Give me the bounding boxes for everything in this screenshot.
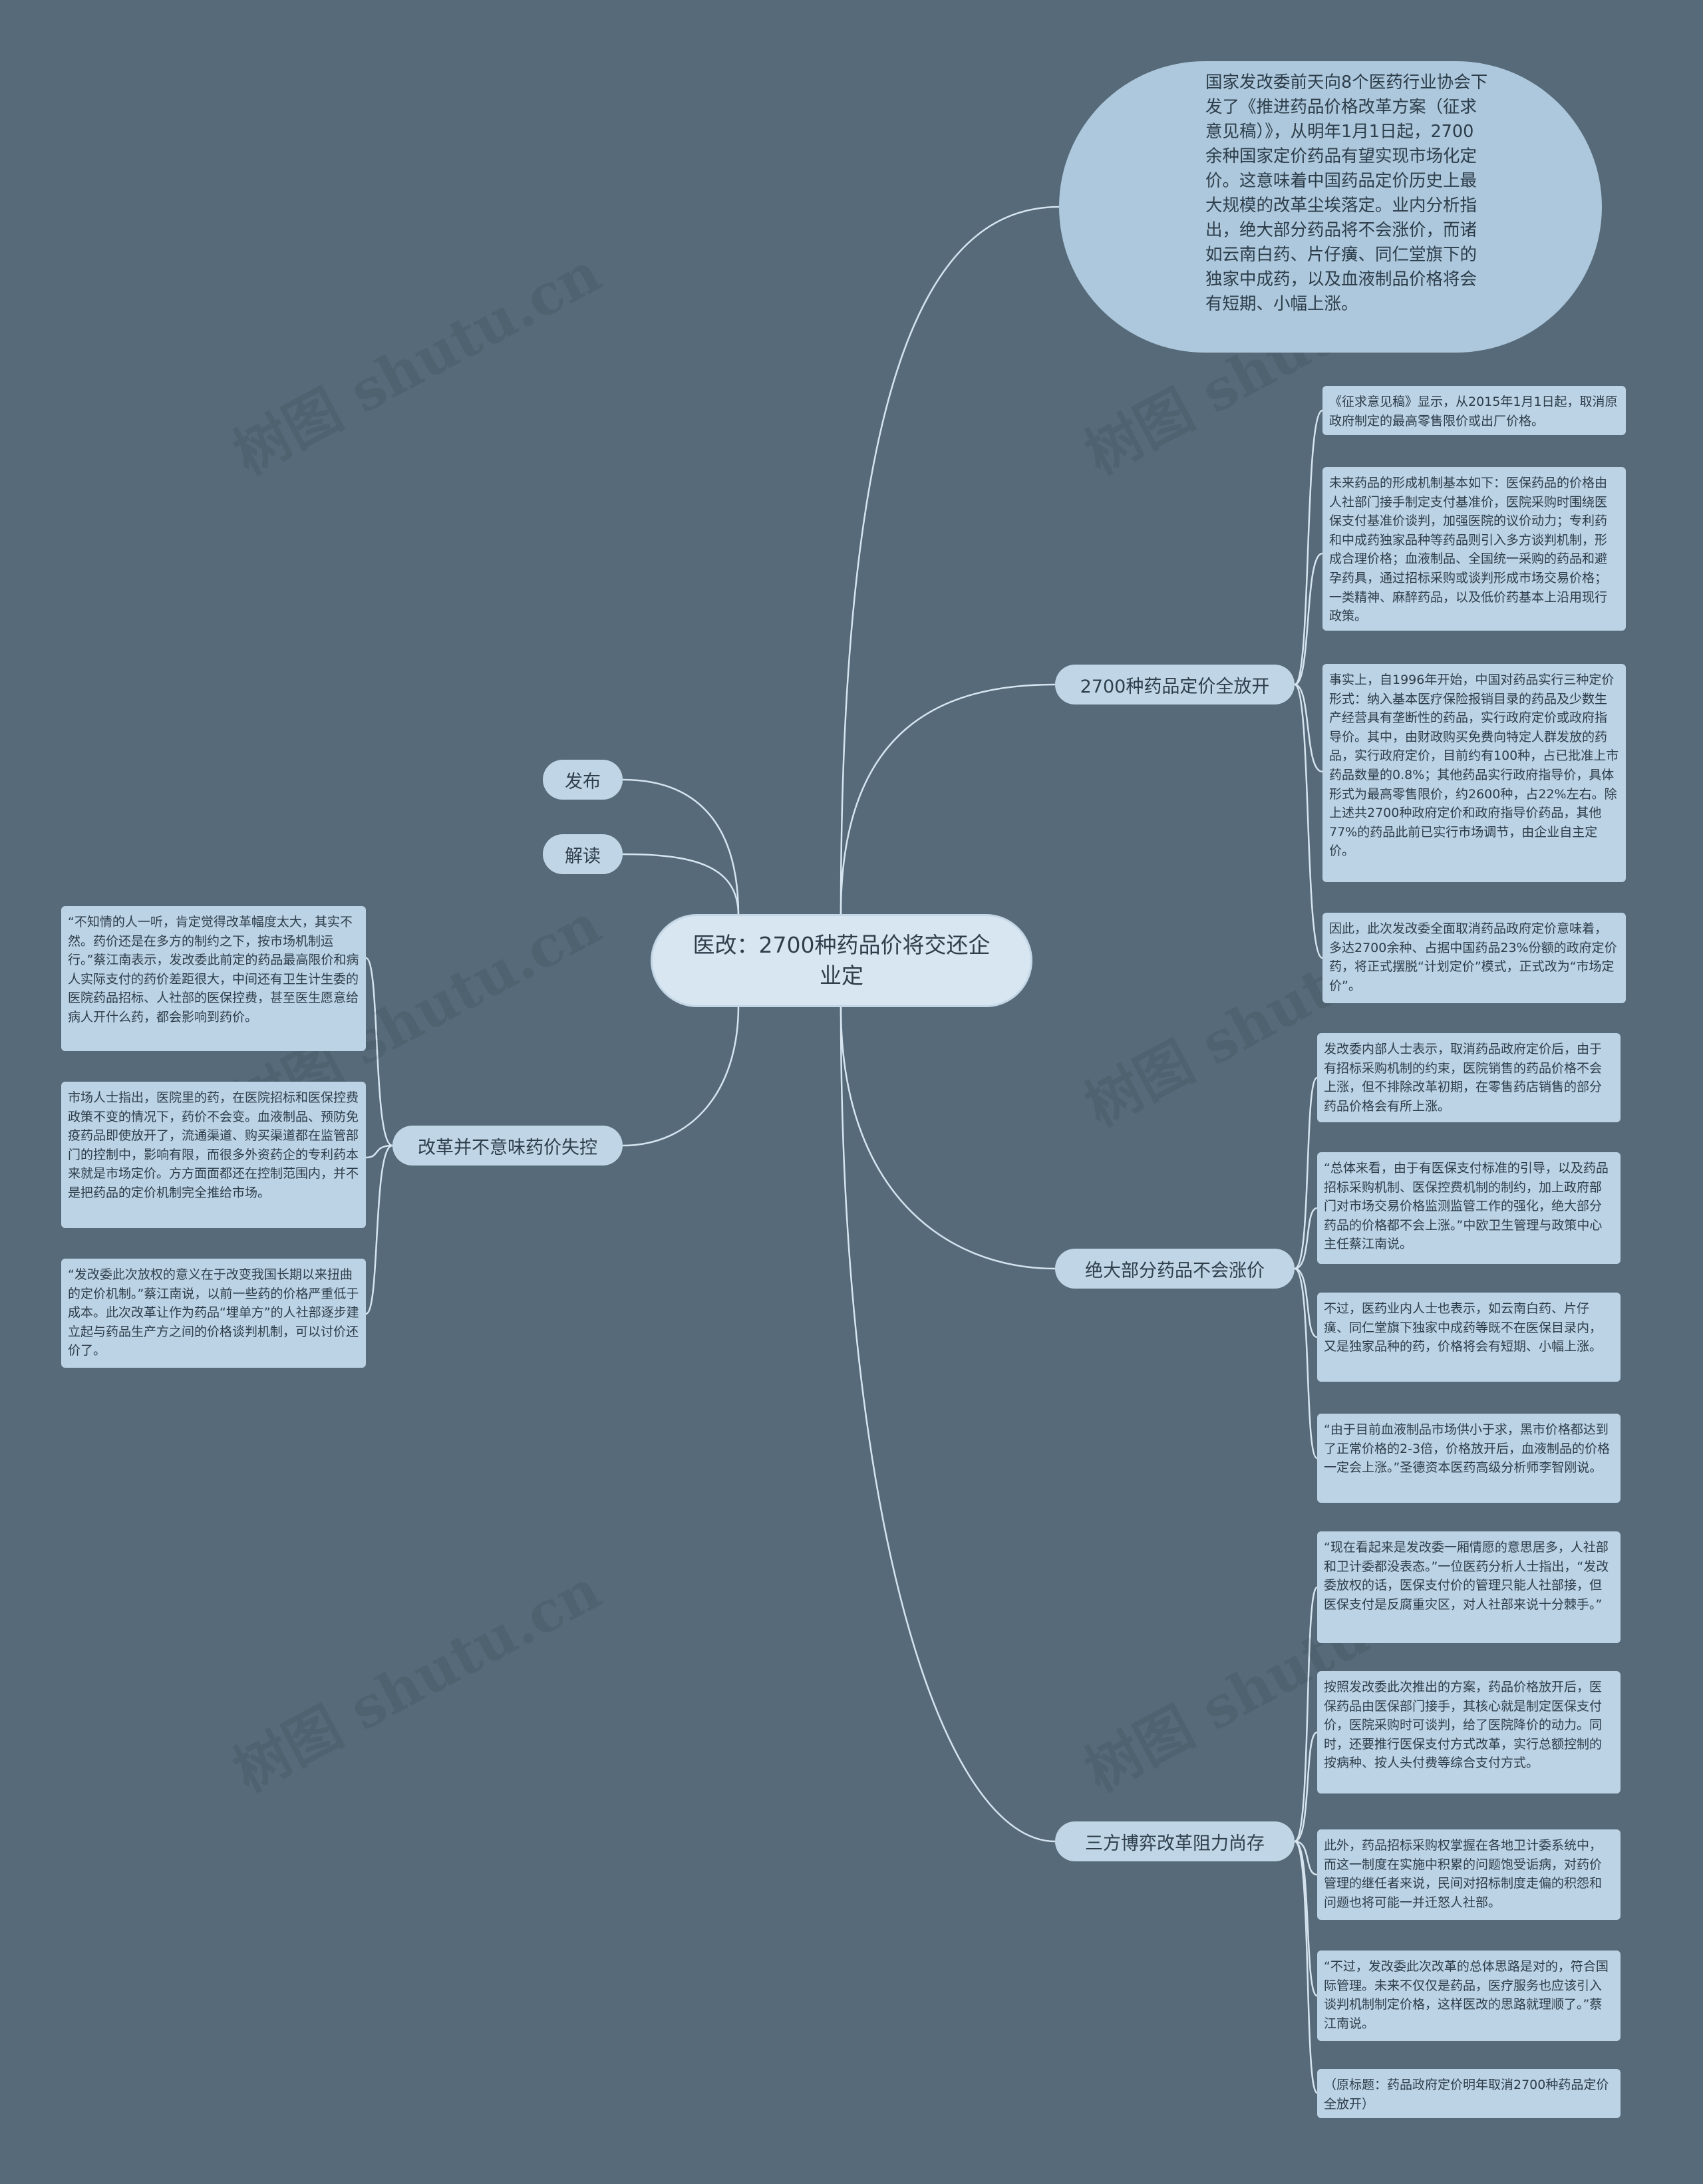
link-pricing-leaf1 — [1294, 409, 1323, 686]
link-root-resist — [840, 1007, 1056, 1843]
resistance-leaf[interactable]: 按照发改委此次推出的方案，药品价格放开后，医保药品由医保部门接手，其核心就是制定… — [1317, 1671, 1621, 1794]
link-resist-leaf1 — [1294, 1586, 1318, 1843]
link-resist-leaf5 — [1294, 1840, 1318, 2094]
reform-leaf[interactable]: 市场人士指出，医院里的药，在医院招标和医保控费政策不变的情况下，药价不会变。血液… — [61, 1082, 366, 1228]
no-price-rise-leaf[interactable]: “由于目前血液制品市场供小于求，黑市价格都达到了正常价格的2-3倍，价格放开后，… — [1317, 1414, 1621, 1503]
link-reform-leaf1 — [365, 957, 393, 1147]
link-noprice-leaf1 — [1294, 1076, 1318, 1270]
pricing-leaf[interactable]: 因此，此次发改委全面取消药品政府定价意味着，多达2700余种、占据中国药品23%… — [1322, 913, 1626, 1003]
branch-resistance[interactable]: 三方博弈改革阻力尚存 — [1055, 1821, 1295, 1861]
link-pricing-leaf3 — [1294, 683, 1323, 773]
resistance-leaf[interactable]: 此外，药品招标采购权掌握在各地卫计委系统中，而这一制度在实施中积累的问题饱受诟病… — [1317, 1829, 1621, 1920]
root-topic[interactable]: 医改：2700种药品价将交还企业定 — [651, 914, 1032, 1007]
pricing-leaf[interactable]: 事实上，自1996年开始，中国对药品实行三种定价形式：纳入基本医疗保险报销目录的… — [1322, 664, 1626, 882]
link-root-publish — [622, 778, 740, 916]
reform-leaf[interactable]: “发改委此次放权的意义在于改变我国长期以来扭曲的定价机制。”蔡江南说，以前一些药… — [61, 1259, 366, 1368]
link-root-intro — [840, 206, 1060, 915]
link-root-reform — [622, 1005, 740, 1147]
link-pricing-leaf2 — [1294, 552, 1323, 686]
resistance-leaf[interactable]: （原标题：药品政府定价明年取消2700种药品定价全放开） — [1317, 2069, 1621, 2118]
link-reform-leaf3 — [365, 1144, 393, 1315]
no-price-rise-leaf[interactable]: 不过，医药业内人士也表示，如云南白药、片仔癀、同仁堂旗下独家中成药等既不在医保目… — [1317, 1293, 1621, 1382]
intro-node[interactable]: 国家发改委前天向8个医药行业协会下发了《推进药品价格改革方案（征求意见稿）》，从… — [1059, 61, 1602, 353]
resistance-leaf[interactable]: “现在看起来是发改委一厢情愿的意思居多，人社部和卫计委都没表态。”一位医药分析人… — [1317, 1531, 1621, 1643]
link-root-interpret — [622, 853, 740, 916]
link-resist-leaf3 — [1294, 1840, 1318, 1876]
link-reform-leaf2 — [365, 1144, 393, 1159]
branch-publish[interactable]: 发布 — [543, 760, 623, 800]
link-root-noprice — [840, 1007, 1056, 1270]
pricing-leaf[interactable]: 未来药品的形成机制基本如下：医保药品的价格由人社部门接手制定支付基准价，医院采购… — [1322, 467, 1626, 631]
link-noprice-leaf4 — [1294, 1267, 1318, 1460]
link-root-pricing — [840, 683, 1056, 915]
link-resist-leaf2 — [1294, 1731, 1318, 1843]
link-pricing-leaf4 — [1294, 683, 1323, 959]
reform-leaf[interactable]: “不知情的人一听，肯定觉得改革幅度太大，其实不然。药价还是在多方的制约之下，按市… — [61, 906, 366, 1051]
resistance-leaf[interactable]: “不过，发改委此次改革的总体思路是对的，符合国际管理。未来不仅仅是药品，医疗服务… — [1317, 1950, 1621, 2041]
branch-pricing[interactable]: 2700种药品定价全放开 — [1055, 665, 1295, 704]
no-price-rise-leaf[interactable]: 发改委内部人士表示，取消药品政府定价后，由于有招标采购机制的约束，医院销售的药品… — [1317, 1033, 1621, 1122]
pricing-leaf[interactable]: 《征求意见稿》显示，从2015年1月1日起，取消原政府制定的最高零售限价或出厂价… — [1322, 386, 1626, 435]
link-noprice-leaf3 — [1294, 1267, 1318, 1338]
branch-reform[interactable]: 改革并不意味药价失控 — [392, 1126, 623, 1166]
link-resist-leaf4 — [1294, 1840, 1318, 1997]
link-noprice-leaf2 — [1294, 1207, 1318, 1270]
no-price-rise-leaf[interactable]: “总体来看，由于有医保支付标准的引导，以及药品招标采购机制、医保控费机制的制约，… — [1317, 1152, 1621, 1264]
branch-interpret[interactable]: 解读 — [543, 834, 623, 874]
branch-no-price-rise[interactable]: 绝大部分药品不会涨价 — [1055, 1249, 1295, 1289]
